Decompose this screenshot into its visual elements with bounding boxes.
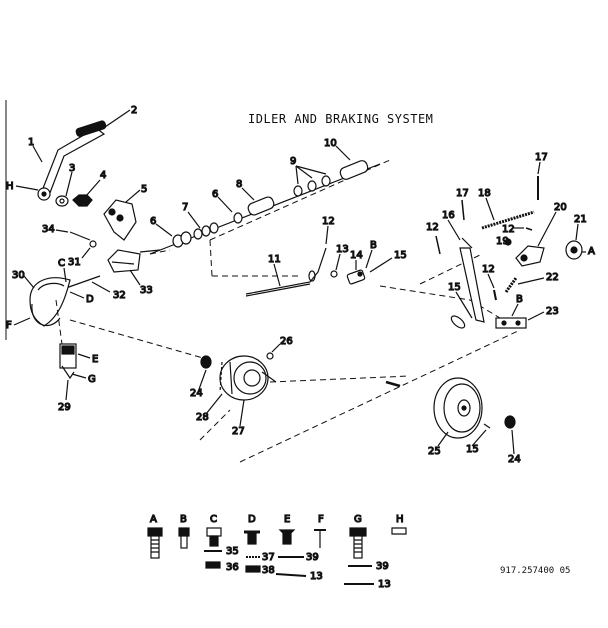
callout-16: 16 — [442, 210, 455, 221]
hw-39a: 39 — [306, 552, 319, 563]
callout-24a: 24 — [190, 388, 203, 399]
bolt-pulley — [385, 380, 401, 388]
callout-5: 5 — [141, 184, 147, 195]
callout-4: 4 — [100, 170, 106, 181]
hw-header-E: E — [284, 514, 290, 525]
callout-29: 29 — [58, 402, 71, 413]
main-pulley-25 — [433, 377, 483, 439]
callout-6b: 6 — [212, 189, 218, 200]
hw-35: 35 — [226, 546, 239, 557]
callout-34: 34 — [42, 224, 55, 235]
hw-13a: 13 — [310, 571, 323, 582]
callout-12a: 12 — [322, 216, 335, 227]
brake-lever — [37, 120, 107, 201]
callout-30: 30 — [12, 270, 25, 281]
hw-header-H: H — [396, 514, 404, 525]
callout-12b: 12 — [426, 222, 439, 233]
brake-band-30 — [29, 277, 71, 327]
callout-25: 25 — [428, 446, 441, 457]
callout-E: E — [92, 354, 98, 365]
washer-31 — [89, 240, 97, 248]
callout-C: C — [58, 258, 65, 269]
callout-17a: 17 — [535, 152, 548, 163]
callout-13: 13 — [336, 244, 349, 255]
hw-header-B: B — [180, 514, 187, 525]
bracket-5 — [103, 199, 137, 241]
callout-10: 10 — [324, 138, 337, 149]
callout-12c: 12 — [502, 224, 515, 235]
clip-14 — [346, 269, 366, 285]
callout-27: 27 — [232, 426, 245, 437]
callout-21: 21 — [574, 214, 587, 225]
callout-33: 33 — [140, 285, 153, 296]
callout-22: 22 — [546, 272, 559, 283]
callout-H: H — [6, 181, 14, 192]
assembly-guides — [55, 159, 521, 463]
callout-32: 32 — [113, 290, 126, 301]
callout-11: 11 — [268, 254, 281, 265]
hw-38: 38 — [262, 565, 275, 576]
callout-A: A — [588, 246, 595, 257]
callout-15b: 15 — [448, 282, 461, 293]
rod-32 — [65, 275, 101, 289]
callout-17b: 17 — [456, 188, 469, 199]
callout-9: 9 — [290, 156, 296, 167]
callout-26: 26 — [280, 336, 293, 347]
callout-15a: 15 — [394, 250, 407, 261]
nut-4 — [72, 194, 93, 207]
washer-13 — [330, 270, 338, 278]
callout-19: 19 — [496, 236, 509, 247]
callout-8: 8 — [236, 179, 242, 190]
shaft-assembly — [149, 160, 381, 255]
brake-shoe-29 — [59, 343, 77, 380]
hw-36: 36 — [226, 562, 239, 573]
bolt-34 — [69, 231, 91, 241]
hardware-legend: A B C D E F G H — [147, 513, 407, 591]
document-number: 917.257400 05 — [500, 566, 571, 576]
callout-7: 7 — [182, 202, 188, 213]
callout-6a: 6 — [150, 216, 156, 227]
idler-arm-assembly — [435, 176, 583, 329]
hw-13b: 13 — [378, 579, 391, 590]
callout-18: 18 — [478, 188, 491, 199]
callout-28: 28 — [196, 412, 209, 423]
callout-B1: B — [370, 240, 377, 251]
callout-15c: 15 — [466, 444, 479, 455]
callout-14: 14 — [350, 250, 363, 261]
hw-header-C: C — [210, 514, 217, 525]
nut-26 — [266, 352, 274, 360]
block-33 — [107, 249, 161, 273]
callout-G: G — [88, 374, 96, 385]
callout-2: 2 — [131, 105, 137, 116]
hw-header-A: A — [150, 514, 157, 525]
hw-header-G: G — [354, 514, 362, 525]
washer-24b — [504, 415, 516, 429]
callout-24b: 24 — [508, 454, 521, 465]
callout-F: F — [6, 320, 12, 331]
callout-20: 20 — [554, 202, 567, 213]
idler-pulley-27 — [219, 355, 277, 401]
hw-header-D: D — [248, 514, 256, 525]
washer-24a — [200, 355, 212, 369]
hw-header-F: F — [318, 514, 324, 525]
idler-rod-11 — [245, 247, 327, 297]
callout-23: 23 — [546, 306, 559, 317]
hw-39b: 39 — [376, 561, 389, 572]
hw-37: 37 — [262, 552, 275, 563]
callout-12d: 12 — [482, 264, 495, 275]
callout-1: 1 — [28, 137, 34, 148]
callout-B2: B — [516, 294, 523, 305]
key-15 — [483, 423, 491, 429]
diagram-title: IDLER AND BRAKING SYSTEM — [248, 112, 434, 126]
callout-3: 3 — [69, 163, 75, 174]
callout-31: 31 — [68, 257, 81, 268]
callout-D: D — [86, 294, 94, 305]
washer-3 — [55, 195, 69, 207]
